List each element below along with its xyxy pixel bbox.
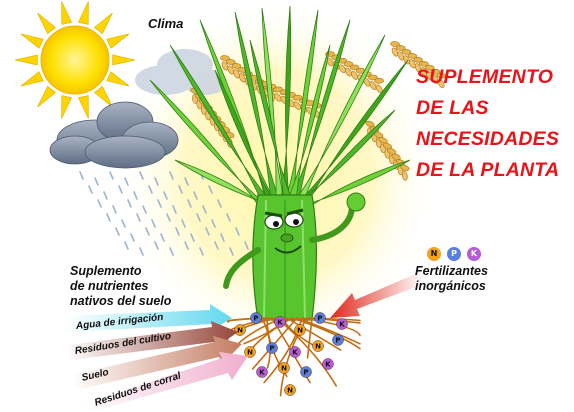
- title-line: NECESIDADES: [416, 124, 559, 155]
- sun-ray: [15, 55, 37, 65]
- sun-ray: [107, 72, 129, 86]
- rain-drop: [113, 206, 116, 213]
- sun-ray: [79, 2, 89, 25]
- sun-icon: [15, 2, 135, 119]
- sun-ray: [38, 86, 56, 107]
- nutrient-particle-label: N: [297, 327, 303, 335]
- rain-drop: [110, 172, 113, 179]
- clima-label: Clima: [148, 16, 183, 31]
- native-line: de nutrientes: [70, 279, 171, 294]
- nutrient-particle-label: P: [335, 337, 340, 345]
- title-line: DE LAS: [416, 93, 559, 124]
- nutrient-particle-label: N: [247, 349, 253, 357]
- sun-ray: [62, 2, 72, 25]
- nutrient-particle-label: K: [292, 349, 298, 357]
- rain-drop: [80, 172, 83, 179]
- nutrient-particle-label: N: [315, 343, 321, 351]
- rain-drop: [116, 228, 119, 235]
- rice-grain: [375, 78, 384, 83]
- rain-drop: [95, 178, 98, 185]
- rain-drop: [125, 242, 128, 249]
- sun-ray: [95, 13, 113, 34]
- title-line: DE LA PLANTA: [416, 155, 559, 186]
- sun-ray: [21, 72, 43, 86]
- nutrient-particle-label: N: [287, 387, 293, 395]
- diagram-title: SUPLEMENTO DE LAS NECESIDADES DE LA PLAN…: [416, 62, 559, 186]
- nutrient-particle-label: K: [339, 321, 345, 329]
- sun-ray: [95, 86, 113, 107]
- fertilizer-line: inorgánicos: [415, 279, 488, 294]
- potassium-badge: K: [467, 247, 481, 261]
- sun-ray: [21, 34, 43, 48]
- nutrient-particle-label: K: [325, 361, 331, 369]
- nutrient-particle-label: P: [317, 315, 322, 323]
- nutrient-particle-label: N: [237, 327, 243, 335]
- rain-drop: [107, 214, 110, 221]
- rain-drop: [104, 192, 107, 199]
- nutrient-particle-label: P: [253, 315, 258, 323]
- nutrient-particle-label: K: [259, 369, 265, 377]
- sun-ray: [62, 96, 72, 119]
- title-line: SUPLEMENTO: [416, 62, 559, 93]
- rain-drop: [98, 200, 101, 207]
- nitrogen-badge: N: [427, 247, 441, 261]
- phosphorus-badge: P: [447, 247, 461, 261]
- native-line: nativos del suelo: [70, 294, 171, 309]
- nutrient-particle-label: N: [281, 365, 287, 373]
- native-line: Suplemento: [70, 264, 171, 279]
- sun-ray: [38, 13, 56, 34]
- sun-ray: [79, 96, 89, 119]
- nutrient-particle-label: P: [303, 369, 308, 377]
- sun-ray: [113, 55, 135, 65]
- fertilizer-label: Fertilizantes inorgánicos: [415, 264, 488, 294]
- native-supplement-label: Suplemento de nutrientes nativos del sue…: [70, 264, 171, 309]
- sun-ray: [107, 34, 129, 48]
- nutrient-particle-label: K: [277, 319, 283, 327]
- fertilizer-line: Fertilizantes: [415, 264, 488, 279]
- nutrient-particle-label: P: [269, 345, 274, 353]
- rain-drop: [89, 186, 92, 193]
